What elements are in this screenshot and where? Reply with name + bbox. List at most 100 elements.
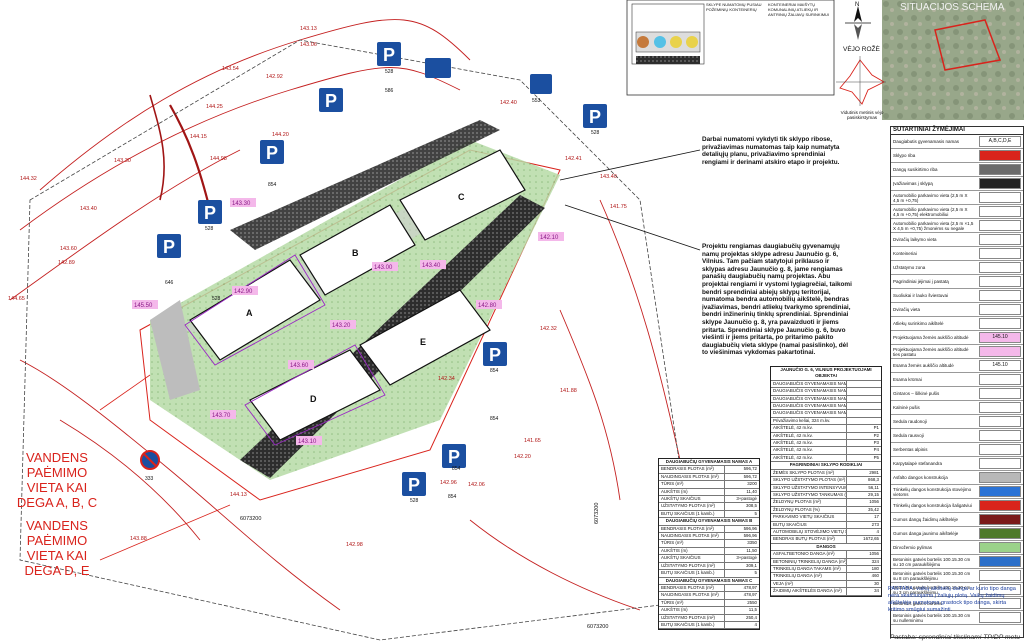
legend-symbol	[979, 234, 1021, 246]
elevation-label: 144.32	[20, 176, 37, 182]
projected-altitude-label: 143.10	[298, 439, 317, 445]
legend-item-label: Daugiabutis gyvenamasis namas	[893, 139, 960, 145]
table-row: DAUGIABUČIS GYVENAMASIS NAMAS A	[771, 380, 881, 389]
legend-item: Karpytalapė stefanandra	[891, 457, 1023, 472]
parking-label: 854	[268, 182, 277, 188]
legend-item-label: Dirvožemio pylimas	[893, 545, 933, 551]
legend-item-label: Pagrindiniai įėjimai į pastatą	[893, 279, 949, 285]
legend-symbol	[979, 416, 1021, 428]
svg-text:P: P	[383, 45, 395, 65]
table-row: TRINKELIŲ DANGA TAKAMS (m²)180	[771, 565, 881, 574]
legend-item: Projektuojama žemės aukščio altitudė tie…	[891, 345, 1023, 360]
legend-symbol	[979, 612, 1021, 624]
table-row: BENDRASIS PLOTAS (m²)478,97	[659, 584, 759, 593]
table-row: AUKŠTIS (m)11,40	[659, 488, 759, 497]
parking-label: 553	[532, 98, 541, 104]
building-label: D	[310, 394, 317, 404]
legend-item-label: Betoninis gatvės bortelis 100.15.30 cm s…	[893, 612, 971, 623]
building-label: E	[420, 337, 426, 347]
legend-item: Kalninė pušis	[891, 401, 1023, 416]
situation-label: SITUACIJOS SCHEMA	[900, 2, 1005, 13]
legend-symbol	[979, 318, 1021, 330]
table-row: AIKŠTELĖ, 42 m.kv.P3	[771, 440, 881, 448]
legend-item-label: Dangų susikirtimo riba	[893, 167, 938, 173]
container-icon	[654, 36, 666, 48]
table-title: DANGOS	[771, 544, 881, 552]
table-row: DAUGIABUČIS GYVENAMASIS NAMAS E	[771, 410, 881, 418]
legend-item: Dviračių vieta	[891, 303, 1023, 318]
legend-item: Suoliukai ir lauko šviestuvai	[891, 289, 1023, 304]
container-title: SKLYPE NUMATOMŲ PUSIAU POŽEMINIŲ KONTEIN…	[706, 2, 762, 12]
legend-item-label: Sedula raudonoji	[893, 419, 927, 425]
table-row: SKLYPO UŽSTATYMO INTENSYVUMAS (%)56,11	[771, 484, 881, 492]
legend-symbol	[979, 290, 1021, 302]
legend-symbol	[979, 472, 1021, 484]
table-row: TRINKELIŲ DANGA (m²)460	[771, 573, 881, 581]
elevation-label: 141.88	[560, 388, 577, 394]
table-row: AIKŠTELĖ, 42 m.kv.P4	[771, 447, 881, 455]
legend-symbol	[979, 248, 1021, 260]
buildings	[189, 149, 526, 441]
elevation-label: 144.98	[210, 156, 227, 162]
legend-symbol	[979, 500, 1021, 512]
table-row: ŽELDYNŲ PLOTAS (%)35,42	[771, 506, 881, 515]
legend-item: Betoninis gatvės bortelis 100.15.30 cm s…	[891, 555, 1023, 570]
legend-symbol	[979, 178, 1021, 190]
building-outlines-purple	[184, 254, 386, 446]
table-row: BENDRAS BUTŲ PLOTAS (m²)1672,65	[771, 536, 881, 544]
svg-text:P: P	[163, 237, 175, 257]
legend-symbol: 145.10	[979, 332, 1021, 344]
table-row: BETONINIŲ TRINKELIŲ DANGA (m²)324	[771, 558, 881, 566]
parking-label: 854	[490, 368, 499, 374]
legend-symbol	[979, 514, 1021, 526]
callout-lines	[99, 149, 701, 561]
page-footer: Pastaba: sprendiniai tikslinami TP/DP me…	[889, 634, 1020, 641]
container-icon	[670, 36, 682, 48]
elevation-label: 144.13	[230, 492, 247, 498]
table-row: ŽAIDIMŲ AIKŠTELĖS DANGA (m²)34	[771, 588, 881, 596]
legend-item-label: Gumos danga jaunimo aikštelėje	[893, 531, 959, 537]
building-B	[299, 204, 416, 296]
legend-symbol	[979, 304, 1021, 316]
elevation-label: 143.06	[300, 42, 317, 48]
elevation-label: 143.54	[222, 66, 239, 72]
legend-item-label: Betoninis gatvės bortelis	[893, 601, 942, 607]
legend-symbol	[979, 570, 1021, 582]
building-label: C	[458, 192, 465, 202]
legend-item-label: Dviračių vieta	[893, 307, 921, 313]
building-label: A	[246, 308, 253, 318]
legend-item-label: Esama žemės aukščio altitudė	[893, 363, 954, 369]
legend-item: Automobilio parkavimo vieta (2,5 m X 4,5…	[891, 205, 1023, 220]
legend-item-label: Automobilio parkavimo vieta (2,5 m ×1,5 …	[893, 220, 974, 231]
legend-item: Betoninis gatvės bortelis	[891, 597, 1023, 612]
table-row: AUKŠTIS (m)11,5	[659, 607, 759, 615]
legend-item: Pagrindiniai įėjimai į pastatą	[891, 275, 1023, 290]
elevation-label: 144.15	[190, 134, 207, 140]
legend-item-label: Gumos dangų žaidimų aikštelėje	[893, 517, 959, 523]
legend-item: Betoninis gatvės bortelis 100.15.30 cm s…	[891, 569, 1023, 584]
elevation-label: 144.65	[8, 296, 25, 302]
legend-item-label: Betoninis gatvės bortelis 100.15.30 cm s…	[893, 556, 971, 567]
svg-text:P: P	[489, 345, 501, 365]
legend-item: Įvažiavimas į sklypą	[891, 177, 1023, 192]
table-row: AIKŠTELĖ, 42 m.kv.P5	[771, 454, 881, 463]
parking-label: 528	[212, 296, 221, 302]
elevation-label: 144.20	[272, 132, 289, 138]
parking-label: 854	[452, 466, 461, 472]
elevation-label: 142.96	[440, 480, 457, 486]
building-D	[249, 349, 381, 441]
parking-label: 528	[591, 130, 600, 136]
legend-symbol	[979, 276, 1021, 288]
legend-item-label: Asfalto dangos konstrukcija	[893, 475, 948, 481]
legend-item: Serbentas alpinis	[891, 443, 1023, 458]
parking-label: 854	[448, 494, 457, 500]
projected-altitude-label: 143.60	[290, 363, 309, 369]
legend-item: Dangų susikirtimo riba	[891, 163, 1023, 178]
legend-symbol	[979, 206, 1021, 218]
legend-item: Gintaros – šilkinė pušis	[891, 387, 1023, 402]
legend-symbol	[979, 556, 1021, 568]
projected-altitude-label: 143.40	[422, 263, 441, 269]
legend-symbol	[979, 430, 1021, 442]
table-row: VEJA (m²)30	[771, 580, 881, 589]
